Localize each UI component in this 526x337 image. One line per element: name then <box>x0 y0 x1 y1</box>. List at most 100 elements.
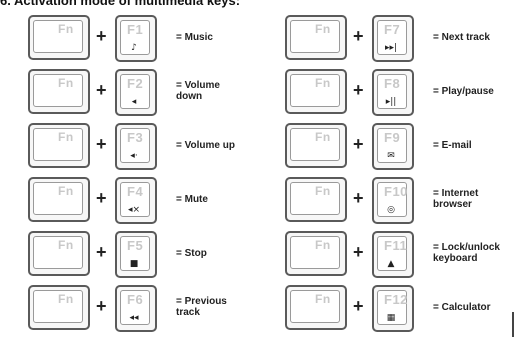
calculator-icon: ▦ <box>386 313 396 323</box>
function-key-label: F4 <box>127 184 144 199</box>
fn-key-face: Fn <box>33 128 83 161</box>
previous-track-icon: ◂◂ <box>129 313 139 323</box>
function-key-label: F11 <box>384 238 408 253</box>
shortcut-description: = Volume up <box>176 140 235 151</box>
section-heading: 6. Activation mode of multimedia keys: <box>0 0 241 8</box>
fn-key: Fn <box>28 231 90 276</box>
lock-icon: ▲ <box>387 259 395 269</box>
fn-key-face: Fn <box>290 74 340 107</box>
plus-sign: + <box>96 296 107 316</box>
plus-sign: + <box>96 134 107 154</box>
function-key-label: F3 <box>127 130 144 145</box>
shortcut-description: = Calculator <box>433 302 491 313</box>
function-key-face: F1 ♪ <box>120 20 150 55</box>
shortcut-description: = Lock/unlock keyboard <box>433 242 500 264</box>
fn-key: Fn <box>285 177 347 222</box>
fn-key: Fn <box>28 285 90 330</box>
mute-icon: ◂× <box>127 205 141 215</box>
fn-key: Fn <box>28 123 90 168</box>
fn-key: Fn <box>28 69 90 114</box>
plus-sign: + <box>96 242 107 262</box>
shortcut-description: = Mute <box>176 194 208 205</box>
function-key-face: F8 ▸|| <box>377 74 407 109</box>
function-key-f11: F11 ▲ <box>372 231 414 278</box>
plus-sign: + <box>96 26 107 46</box>
fn-key-face: Fn <box>290 182 340 215</box>
fn-key-label: Fn <box>315 130 331 144</box>
fn-key-label: Fn <box>58 292 74 306</box>
shortcut-description: = E-mail <box>433 140 472 151</box>
function-key-f8: F8 ▸|| <box>372 69 414 116</box>
plus-sign: + <box>96 188 107 208</box>
page-divider <box>512 312 514 337</box>
fn-key: Fn <box>285 285 347 330</box>
volume-down-icon: ◂ <box>131 97 137 107</box>
function-key-label: F10 <box>384 184 408 199</box>
function-key-label: F7 <box>384 22 401 37</box>
function-key-f1: F1 ♪ <box>115 15 157 62</box>
fn-key: Fn <box>285 69 347 114</box>
next-track-icon: ▸▸| <box>384 43 398 53</box>
function-key-face: F9✉ <box>377 128 407 163</box>
function-key-face: F4 ◂× <box>120 182 150 217</box>
function-key-face: F11 ▲ <box>377 236 407 271</box>
fn-key: Fn <box>28 15 90 60</box>
fn-key-label: Fn <box>58 238 74 252</box>
function-key-face: F7 ▸▸| <box>377 20 407 55</box>
fn-key-label: Fn <box>315 184 331 198</box>
fn-key: Fn <box>285 123 347 168</box>
function-key-f4: F4 ◂× <box>115 177 157 224</box>
function-key-label: F12 <box>384 292 408 307</box>
email-icon: ✉ <box>387 151 395 161</box>
function-key-face: F12 ▦ <box>377 290 407 325</box>
fn-key-face: Fn <box>33 182 83 215</box>
shortcut-description: = Play/pause <box>433 86 494 97</box>
plus-sign: + <box>353 26 364 46</box>
function-key-face: F2 ◂ <box>120 74 150 109</box>
function-key-f5: F5 ■ <box>115 231 157 278</box>
function-key-f3: F3 ◂· <box>115 123 157 170</box>
shortcut-description: = Volume down <box>176 80 220 102</box>
play-pause-icon: ▸|| <box>385 97 397 107</box>
fn-key-face: Fn <box>33 74 83 107</box>
fn-key: Fn <box>285 15 347 60</box>
shortcut-description: = Next track <box>433 32 490 43</box>
fn-key-label: Fn <box>58 184 74 198</box>
function-key-face: F3 ◂· <box>120 128 150 163</box>
fn-key: Fn <box>28 177 90 222</box>
shortcut-description: = Previous track <box>176 296 227 318</box>
function-key-f6: F6 ◂◂ <box>115 285 157 332</box>
function-key-face: F10 ◎ <box>377 182 407 217</box>
plus-sign: + <box>353 188 364 208</box>
plus-sign: + <box>353 296 364 316</box>
function-key-f12: F12 ▦ <box>372 285 414 332</box>
volume-up-icon: ◂· <box>130 151 138 161</box>
plus-sign: + <box>353 80 364 100</box>
fn-key-label: Fn <box>58 22 74 36</box>
shortcut-description: = Internet browser <box>433 188 479 210</box>
function-key-face: F5 ■ <box>120 236 150 271</box>
fn-key-face: Fn <box>33 20 83 53</box>
music-note-icon: ♪ <box>131 43 137 53</box>
fn-key-label: Fn <box>58 76 74 90</box>
function-key-label: F1 <box>127 22 144 37</box>
function-key-label: F2 <box>127 76 144 91</box>
fn-key-face: Fn <box>33 290 83 323</box>
function-key-f2: F2 ◂ <box>115 69 157 116</box>
fn-key-face: Fn <box>290 20 340 53</box>
function-key-label: F8 <box>384 76 401 91</box>
function-key-label: F5 <box>127 238 144 253</box>
fn-key-label: Fn <box>58 130 74 144</box>
fn-key: Fn <box>285 231 347 276</box>
browser-icon: ◎ <box>387 205 395 215</box>
fn-key-label: Fn <box>315 76 331 90</box>
function-key-label: F6 <box>127 292 144 307</box>
fn-key-face: Fn <box>33 236 83 269</box>
plus-sign: + <box>353 134 364 154</box>
fn-key-label: Fn <box>315 238 331 252</box>
function-key-f9: F9✉ <box>372 123 414 170</box>
fn-key-label: Fn <box>315 292 331 306</box>
stop-icon: ■ <box>129 259 139 269</box>
function-key-f7: F7 ▸▸| <box>372 15 414 62</box>
plus-sign: + <box>353 242 364 262</box>
